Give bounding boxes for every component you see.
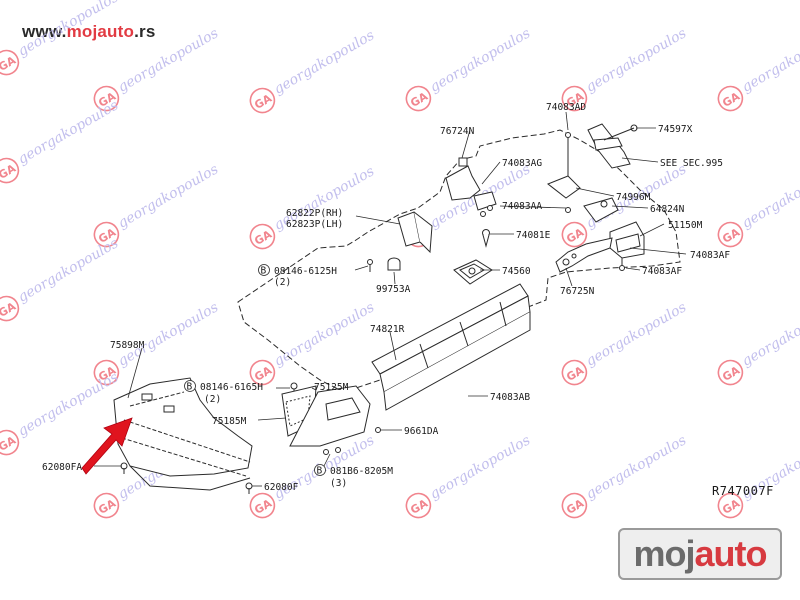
callout-see-sec-995: SEE SEC.995 [660, 158, 723, 169]
callout-circle-b-3: B [317, 466, 323, 477]
callout-62823p-lh: 62823P(LH) [286, 219, 343, 230]
callout-08146-6165h: 08146-6165H [200, 382, 263, 393]
callout-74996m: 74996M [616, 192, 651, 203]
callout-74081e: 74081E [516, 230, 551, 241]
floor-outline [237, 129, 681, 393]
callout-74597x: 74597X [658, 124, 693, 135]
callout-081b6-8205m: 081B6-8205M [330, 466, 393, 477]
callout-74083ab: 74083AB [490, 392, 530, 403]
callout-75185m: 75185M [212, 416, 247, 427]
diagram-reference-code: R747007F [712, 484, 774, 498]
arm-76725n [555, 237, 613, 273]
pad-74560 [453, 229, 493, 285]
callout-75898m: 75898M [110, 340, 145, 351]
logo-part-1: moj [633, 533, 695, 574]
front-undercover-75898m [113, 377, 298, 494]
bracket-62822p [367, 211, 433, 272]
callout-74083af-2: 74083AF [642, 266, 682, 277]
callout-circle-b-1: B [261, 266, 267, 277]
callout-62080f: 62080F [264, 482, 299, 493]
rail-74821r [371, 283, 531, 411]
callout-99753a: 99753A [376, 284, 411, 295]
callout-74083af-1: 74083AF [690, 250, 730, 261]
callout-62822p-rh: 62822P(RH) [286, 208, 343, 219]
callout-9661da: 9661DA [404, 426, 439, 437]
callout-64824n: 64824N [650, 204, 685, 215]
callout-62080fa: 62080FA [42, 462, 82, 473]
side-panels-75125m [281, 385, 381, 455]
callout-circle-b-2: B [187, 382, 193, 393]
callout-74560: 74560 [502, 266, 531, 277]
callout-qty-3: (3) [330, 478, 347, 489]
callout-08146-6125h: 08146-6125H [274, 266, 337, 277]
callout-74083ad: 74083AD [546, 102, 586, 113]
logo-part-2: auto [694, 533, 768, 574]
bracket-51150m [609, 221, 645, 271]
highlight-arrow [81, 417, 133, 475]
callout-75125m: 75125M [314, 382, 349, 393]
mount-cluster [547, 132, 619, 223]
bracket-76724n [445, 157, 497, 217]
callout-qty-2b: (2) [204, 394, 221, 405]
site-url-suffix: .rs [134, 22, 156, 41]
callout-76724n: 76724N [440, 126, 475, 137]
callout-74083ag: 74083AG [502, 158, 542, 169]
callout-labels: 74083AD 74597X 76724N 74083AG SEE SEC.99… [42, 102, 730, 493]
callout-qty-2a: (2) [274, 277, 291, 288]
callout-74821r: 74821R [370, 324, 405, 335]
leader-lines [94, 111, 687, 487]
callout-74083aa: 74083AA [502, 201, 542, 212]
callout-76725n: 76725N [560, 286, 595, 297]
jack-assembly [587, 123, 638, 169]
callout-51150m: 51150M [668, 220, 703, 231]
site-url-brand: mojauto [66, 22, 135, 41]
